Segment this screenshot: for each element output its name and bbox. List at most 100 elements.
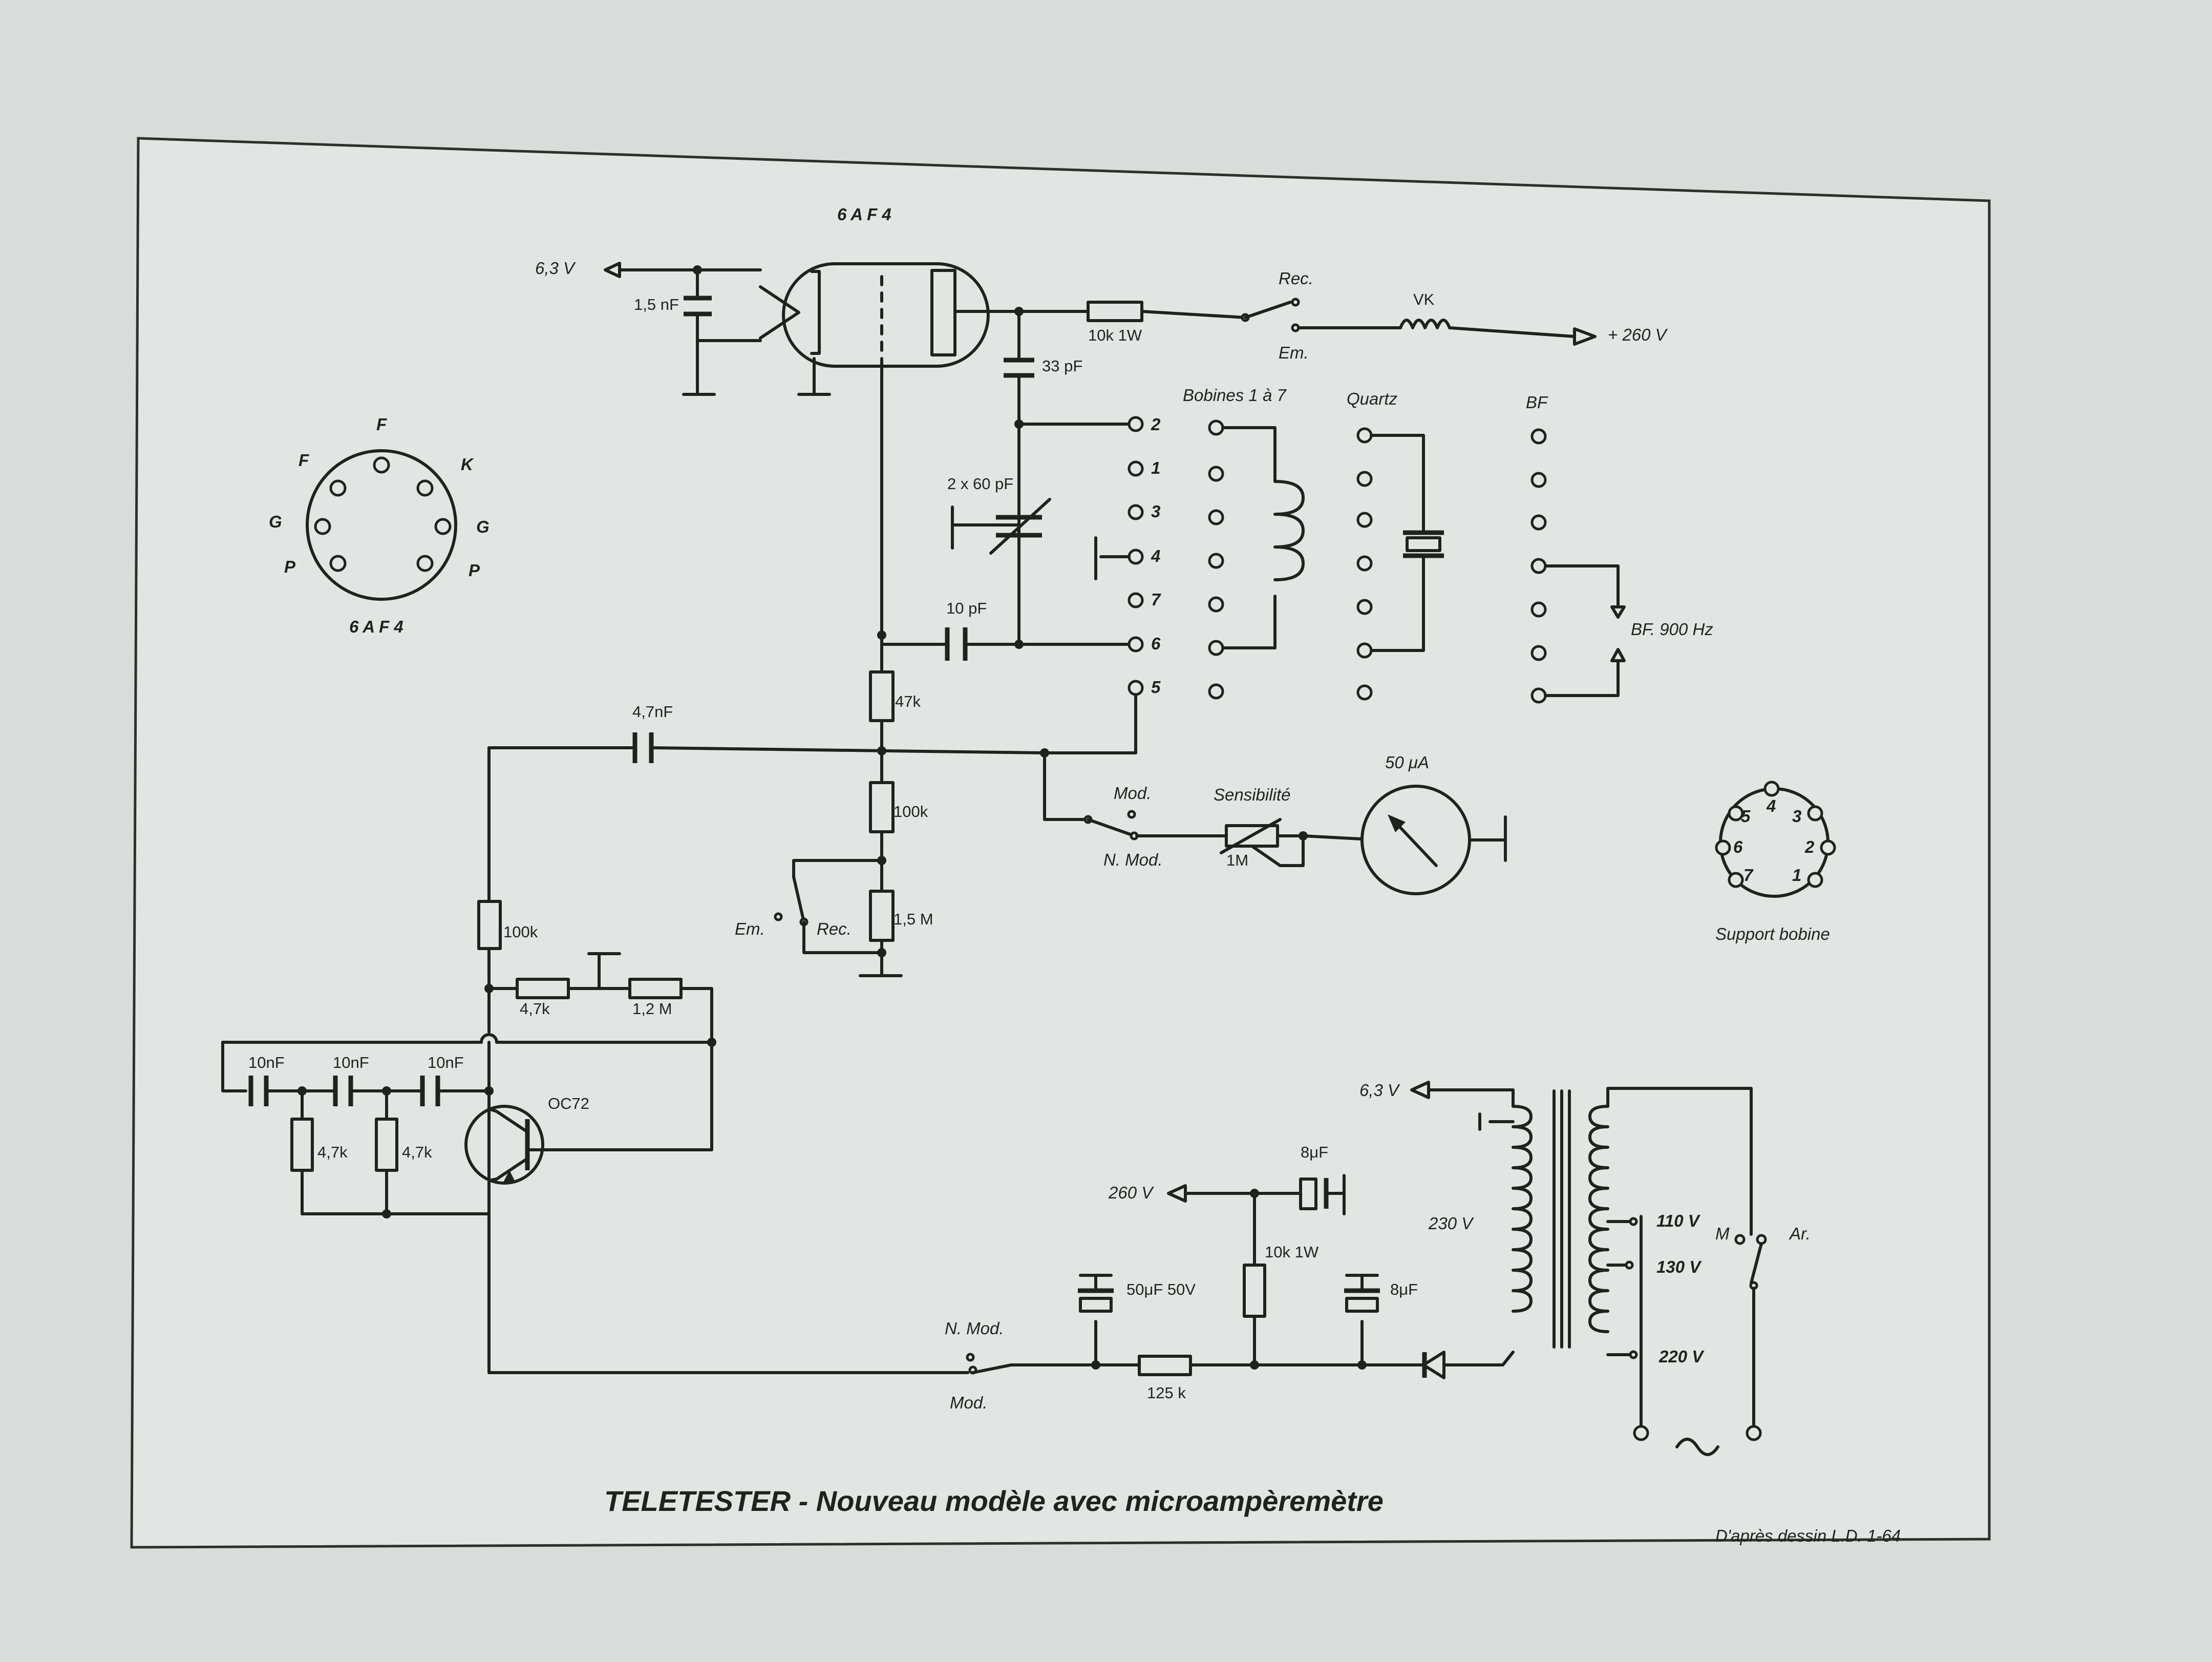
heater-cap-label: 1,5 nF [634,296,679,313]
ps-series-resistor-label: 125 k [1147,1384,1186,1402]
socket-pin-6: 6 [1733,837,1743,856]
sensitivity-value-label: 1M [1226,851,1248,869]
choke-label: VK [1413,290,1435,308]
rc-cap1-label: 10nF [248,1054,285,1071]
ps-mod-label: Mod. [950,1393,987,1412]
tube-title: 6 A F 4 [837,205,891,224]
plate-cap-label: 33 pF [1042,357,1082,375]
socket-label: Support bobine [1715,924,1830,943]
contact-number-5: 5 [1151,678,1161,697]
pinout-p-right: P [469,561,480,580]
pinout-p-left: P [284,557,296,576]
bias-resistor-label: 100k [894,803,928,821]
pinout-f-left: F [299,451,309,470]
diagram-title: TELETESTER - Nouveau modèle avec microam… [604,1485,1384,1517]
contact-number-7: 7 [1151,590,1161,609]
rc-cap3-label: 10nF [428,1054,464,1071]
credit-note: D'après dessin L.D. 1-64 [1715,1526,1901,1545]
pinout-f-top: F [376,415,387,434]
bf-frequency-label: BF. 900 Hz [1631,620,1713,639]
tube-pinout: F F K G G P P 6 A F 4 [269,415,490,636]
drawing-frame [130,137,1991,1549]
plate-circuit: 10k 1W Rec. Em. VK + 260 V [953,269,1668,362]
selector-contact-5[interactable] [1128,680,1144,696]
meter-mod-label: Mod. [1114,784,1151,803]
meter-range-label: 50 μA [1385,753,1429,772]
tube-6af4: 6 A F 4 [759,205,990,368]
bf-bank: BF BF. 900 Hz [1526,393,1713,704]
osc-collector-resistor-label: 100k [503,923,538,941]
heater-voltage-label: 6,3 V [535,259,576,278]
ps-filter-resistor-label: 10k 1W [1265,1243,1319,1261]
selector-contact-3[interactable] [1128,504,1144,520]
socket-pin-5: 5 [1741,807,1751,826]
osc-switch-rec-label: Rec. [817,919,852,938]
selector-contact-2[interactable] [1128,416,1144,432]
quartz-title: Quartz [1347,389,1398,408]
ps-reservoir-cap-label: 8μF [1390,1280,1418,1298]
contact-number-3: 3 [1151,502,1160,521]
selector-contact-7[interactable] [1128,592,1144,608]
socket-pin-7: 7 [1743,866,1754,885]
mains-switch-ar-label: Ar. [1789,1224,1811,1243]
tap-130-label: 130 V [1656,1257,1702,1276]
pinout-g-right: G [476,517,490,536]
mains-switch-m[interactable] [1734,1234,1746,1245]
fb-resistor2-label: 1,2 M [632,1000,672,1018]
ps-primary-label: 230 V [1428,1214,1474,1233]
pinout-g-left: G [269,512,282,531]
coil-selector: 2 1 3 4 7 6 5 [1094,415,1161,754]
osc-switch-em-label: Em. [735,919,765,938]
oc72-oscillator: 100k 4,7k 1,2 M 10nF 10nF 10nF [221,746,716,1374]
tank-circuit: 33 pF 2 x 60 pF 10 pF 47k [869,310,1131,784]
bf-title: BF [1526,393,1548,412]
contact-number-6: 6 [1151,634,1161,653]
selector-contact-1[interactable] [1128,460,1144,477]
pinout-k: K [461,455,474,474]
transistor-label: OC72 [548,1095,589,1112]
meter-nmod-label: N. Mod. [1103,850,1163,869]
grid-resistor-label: 47k [895,692,921,710]
coupling-cap-label: 4,7nF [632,703,673,721]
rc-cap2-label: 10nF [333,1054,369,1071]
tap-110-label: 110 V [1656,1211,1701,1230]
contact-number-4: 4 [1151,546,1160,565]
tap-220-label: 220 V [1658,1347,1705,1366]
selector-contact-4[interactable] [1128,549,1144,565]
heater-circuit: 6,3 V 1,5 nF [535,259,831,396]
coil-socket: 4 3 5 6 2 7 1 Support bobine [1715,781,1836,943]
rc-resistor1-label: 4,7k [317,1143,348,1161]
ht-voltage-label: + 260 V [1608,325,1668,344]
sensitivity-label: Sensibilité [1214,785,1290,804]
contact-number-2: 2 [1151,415,1161,434]
ps-filter-cap-label: 8μF [1301,1143,1328,1161]
bobines-bank: Bobines 1 à 7 [1183,386,1305,700]
bias2-resistor-label: 1,5 M [894,910,933,928]
mains-ac-icon [1675,1438,1719,1456]
plate-resistor-label: 10k 1W [1088,326,1142,344]
detector-meter-circuit: 4,7nF 100k 1,5 M Em. Rec. Mod. N. Mod. S… [487,703,1507,977]
selector-contact-6[interactable] [1128,636,1144,653]
switch-em-label: Em. [1279,343,1309,362]
ps-ht-label: 260 V [1108,1183,1154,1202]
grid-cap-label: 10 pF [946,599,987,617]
ps-heater-label: 6,3 V [1359,1081,1400,1100]
fb-resistor1-label: 4,7k [520,1000,550,1018]
bobines-title: Bobines 1 à 7 [1183,386,1287,405]
variable-cap-label: 2 x 60 pF [947,475,1013,493]
socket-pin-1: 1 [1792,866,1801,885]
quartz-bank: Quartz [1347,389,1444,701]
ps-nmod-label: N. Mod. [945,1319,1004,1338]
switch-rec-label: Rec. [1279,269,1313,288]
mains-switch-m-label: M [1715,1224,1730,1243]
power-supply: N. Mod. Mod. 125 k 50μF 50V 10k 1W 8μF [487,1081,1811,1456]
socket-pin-2: 2 [1804,837,1815,856]
socket-pin-4: 4 [1766,796,1776,815]
contact-number-1: 1 [1151,458,1160,477]
socket-pin-3: 3 [1792,807,1801,826]
rc-resistor2-label: 4,7k [402,1143,432,1161]
ps-bias-cap-label: 50μF 50V [1126,1280,1196,1298]
pinout-title: 6 A F 4 [349,617,403,636]
